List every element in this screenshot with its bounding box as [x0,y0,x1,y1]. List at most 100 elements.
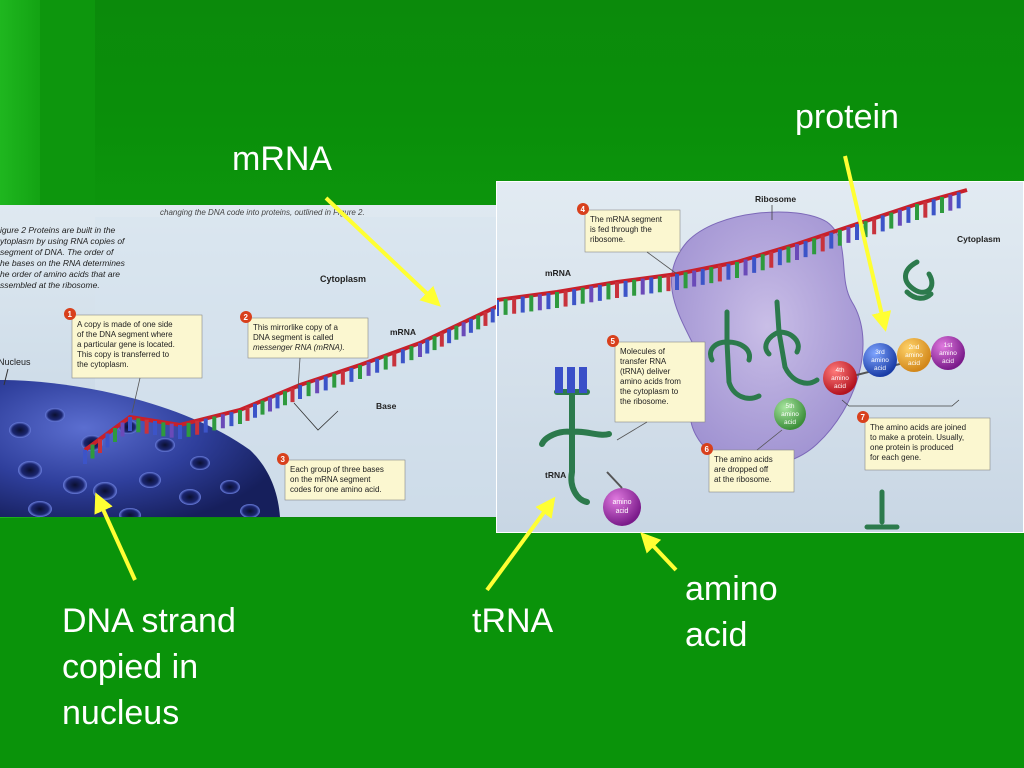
mrna-base [956,192,961,209]
mrna-base [105,433,110,448]
step-5-number-badge [607,335,619,347]
mrna-base [409,346,414,361]
mrna-base [153,421,157,435]
mrna-base [863,221,868,238]
mrna-base [332,373,337,388]
aa-label-line: 4th [835,367,844,374]
aa-label-line: acid [834,383,846,390]
mrna-base [923,201,928,218]
mrna-base [461,322,466,337]
mrna-base [220,414,225,429]
left-cytoplasm-label: Cytoplasm [320,274,366,284]
mrna-base [120,422,125,437]
callout-line: The amino acids are joined [870,423,966,432]
mrna-base [855,224,859,240]
callout-line: on the mRNA segment [290,475,371,484]
caption-line: ssembled at the ribosome. [0,280,100,290]
mrna-base [432,336,437,351]
ribosome-label: Ribosome [755,194,796,204]
mrna-base [229,412,234,427]
mrna-base [315,379,320,394]
aa-label-line: acid [874,365,886,372]
mrna-base [743,259,748,276]
trna-anticodon-left [555,367,587,393]
mrna-base [580,287,585,304]
mrna-base [268,397,272,412]
mrna-base [829,232,834,249]
mrna-base [709,267,714,284]
step-4-number-badge [577,203,589,215]
aa-label-line: 5th [785,403,794,410]
aa-label-line: 1st [944,342,953,349]
right-mrna-strand [497,188,968,316]
mrna-base [400,349,405,364]
mrna-base [717,265,722,282]
step-1-callout: 1 A copy is made of one side of the DNA … [64,308,203,414]
callout-line: ribosome. [590,235,625,244]
mrna-base [666,275,671,292]
amino-acid-free [603,488,641,526]
figure-right-drawing: Ribosome mRNA Cytoplasm tRNA [497,188,1001,530]
mrna-base [632,279,637,296]
mrna-base [503,298,508,315]
mrna-base [340,370,345,385]
mrna-base [447,329,452,344]
aa-label-line: amino [939,350,957,357]
step-6-number: 6 [705,445,710,454]
mrna-base [128,417,132,431]
step-2-number: 2 [244,313,249,322]
arrow-trna [485,496,556,592]
callout-line: a particular gene is located. [77,340,175,349]
mrna-base [290,388,295,403]
amino-acid-1st [931,336,965,370]
mrna-base [700,268,705,285]
callout-line: is fed through the [590,225,652,234]
mrna-base [253,403,257,418]
mrna-base [113,428,117,442]
callout-line: Each group of three bases [290,465,384,474]
background-band-bottom [0,518,1024,768]
mrna-base [83,450,87,464]
mrna-base [425,339,430,354]
left-base-label: Base [376,401,397,411]
mrna-base [90,444,95,459]
mrna-base [948,194,953,211]
codon-bracket [293,402,339,431]
trna-molecule-top-right [903,259,935,301]
step-2-callout: 2 This mirrorlike copy of a DNA segment … [240,311,369,390]
mrna-base [392,352,397,367]
callout-line: This copy is transferred to [77,350,170,359]
mrna-base [490,308,495,323]
aa-label-line: 2nd [909,344,920,351]
step-1-number-badge [64,308,76,320]
callout-line: The mRNA segment [590,215,663,224]
callout-line: codes for one amino acid. [290,485,382,494]
mrna-base [872,218,877,235]
right-cytoplasm-label: Cytoplasm [957,234,1001,244]
step-4-number: 4 [581,205,586,214]
callout-line: at the ribosome. [714,475,771,484]
mrna-base [846,226,851,243]
amino-acid-5th [774,398,806,430]
callout-line: DNA segment is called [253,333,333,342]
mrna-base [649,277,654,294]
callout-line: The amino acids [714,455,773,464]
amino-acid-3rd [863,343,897,377]
aa-label-line: acid [616,508,629,515]
step-1-number: 1 [68,310,73,319]
aa-label-line: amino [831,375,849,382]
mrna-base [169,423,174,438]
mrna-base [889,212,894,229]
mrna-base [275,394,280,409]
mrna-base [349,367,354,382]
label-trna: tRNA [472,602,554,640]
callout-line: (tRNA) deliver [620,367,671,376]
mrna-base [837,229,842,246]
nucleus-label: Nucleus [0,357,31,367]
mrna-base [615,282,619,298]
mrna-base [186,422,191,437]
callout-line: of the DNA segment where [77,330,173,339]
mrna-base [418,343,422,357]
